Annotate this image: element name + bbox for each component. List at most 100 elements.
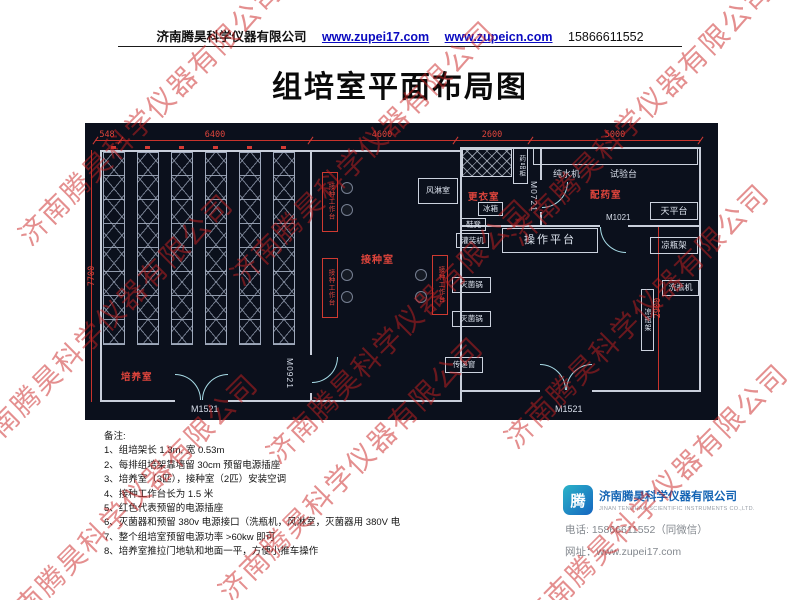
note-line-3: 3、培养室（3匹），接种室（2匹）安装空调 xyxy=(104,474,287,486)
dimension-5000: 5000 xyxy=(604,130,626,140)
equipment-sterilizer: 灭菌锅 xyxy=(452,277,491,293)
culture-rack xyxy=(137,152,159,345)
power-outlet-mark xyxy=(179,146,184,149)
equipment-balance-table: 天平台 xyxy=(650,202,698,220)
culture-rack xyxy=(171,152,193,345)
culture-rack xyxy=(103,152,125,345)
label-changing-room: 更衣室 xyxy=(468,192,500,203)
dimension-line-top xyxy=(95,140,701,141)
equipment-top-bench xyxy=(533,148,698,165)
notes: 备注: 1、组培架长 1.3m, 宽 0.53m 2、每排组培架靠墙留 30cm… xyxy=(104,430,400,560)
note-line-1: 1、组培架长 1.3m, 宽 0.53m xyxy=(104,445,225,457)
power-outlet-mark xyxy=(145,146,150,149)
power-outlet-mark xyxy=(213,146,218,149)
equipment-medicine-cabinet: 药品柜 xyxy=(513,148,528,184)
company-logo-icon: 腾 xyxy=(563,485,593,515)
header-link-zupeicn[interactable]: www.zupeicn.com xyxy=(444,30,553,44)
door-arc xyxy=(600,227,626,253)
wall-segment xyxy=(540,147,542,180)
equipment-bottle-washer: 洗瓶机 xyxy=(662,280,699,296)
footer-company-name: 济南腾昊科学仪器有限公司 xyxy=(599,491,737,503)
dimension-548: 548 xyxy=(99,130,115,140)
equipment-fridge: 冰箱 xyxy=(478,202,503,216)
equipment-shoe-bench: 鞋凳 xyxy=(461,218,486,231)
wall-segment xyxy=(228,400,460,402)
footer: 腾 济南腾昊科学仪器有限公司 JINAN TENGHAO SCIENTIFIC … xyxy=(563,485,798,559)
dimension-2600: 2600 xyxy=(481,130,503,140)
note-line-2: 2、每排组培架靠墙留 30cm 预留电源插座 xyxy=(104,459,281,471)
power-outlet-mark xyxy=(247,146,252,149)
dimension-4600: 4600 xyxy=(371,130,393,140)
wall-segment xyxy=(460,147,462,402)
wall-segment xyxy=(100,150,460,152)
wall-segment xyxy=(699,147,701,392)
inoculation-workbench: 接种工作台 xyxy=(322,172,338,232)
wall-segment xyxy=(310,150,312,355)
stool-symbol xyxy=(341,269,353,281)
header-company-name: 济南腾昊科学仪器有限公司 xyxy=(156,30,307,44)
culture-rack xyxy=(273,152,295,345)
page-title: 组培室平面布局图 xyxy=(272,71,528,104)
door-label-m0721: M0721 xyxy=(529,181,539,212)
equipment-air-shower: 风淋室 xyxy=(418,178,458,204)
label-test-bench: 试验台 xyxy=(610,169,638,179)
header-divider xyxy=(118,46,682,48)
footer-website[interactable]: 网址：www.zupei17.com xyxy=(565,546,682,558)
equipment-filling-machine: 灌装机 xyxy=(456,233,489,248)
label-pharmacy-room: 配药室 xyxy=(590,190,622,201)
door-arc xyxy=(542,182,568,208)
door-arc xyxy=(566,364,592,390)
wall-segment xyxy=(310,393,312,402)
inoculation-workbench: 接种工作台 xyxy=(322,258,338,318)
note-line-7: 7、整个组培室预留电源功率 >60kw 即可 xyxy=(104,531,276,543)
hatched-area xyxy=(462,149,512,177)
footer-company-name-en: JINAN TENGHAO SCIENTIFIC INSTRUMENTS CO.… xyxy=(599,506,755,512)
notes-label: 备注: xyxy=(104,431,126,442)
note-line-5: 5、红色代表预留的电源插座 xyxy=(104,503,224,515)
wall-segment xyxy=(100,400,175,402)
dimension-7700: 7700 xyxy=(87,265,97,287)
culture-rack xyxy=(239,152,261,345)
power-outlet-mark xyxy=(111,146,116,149)
label-inoculation-room: 接种室 xyxy=(361,255,394,266)
door-label-m1521-right: M1521 xyxy=(555,404,583,414)
equipment-bottle-rack: 凉瓶架 xyxy=(650,237,698,254)
equipment-bottle-rack-vertical: 凉瓶架 xyxy=(641,289,654,351)
door-arc xyxy=(312,357,338,383)
header-phone: 15866611552 xyxy=(568,30,644,44)
inoculation-workbench: 接种工作台 xyxy=(432,255,448,315)
label-pure-water-machine: 纯水机 xyxy=(553,169,581,179)
floor-plan-canvas: 548 6400 4600 2600 5000 7700 2900 xyxy=(85,123,718,420)
header: 济南腾昊科学仪器有限公司 www.zupei17.com www.zupeicn… xyxy=(0,26,800,45)
note-line-8: 8、培养室推拉门地轨和地面一平，方便小推车操作 xyxy=(104,546,319,558)
equipment-transfer-window: 传递窗 xyxy=(445,357,483,373)
wall-segment xyxy=(100,150,102,402)
dimension-tick xyxy=(697,136,704,145)
door-arc xyxy=(540,364,566,390)
stool-symbol xyxy=(341,204,353,216)
label-culture-room: 培养室 xyxy=(121,372,153,383)
dimension-line-right xyxy=(658,227,659,390)
door-label-m0921: M0921 xyxy=(285,358,295,389)
wall-segment xyxy=(460,225,600,227)
dimension-6400: 6400 xyxy=(204,130,226,140)
note-line-6: 6、灭菌器和预留 380v 电源接口（洗瓶机，风淋室，灭菌器用 380V 电 xyxy=(104,517,401,529)
wall-segment xyxy=(540,212,542,227)
footer-phone: 电话: 15866611552（同微信） xyxy=(565,524,708,536)
note-line-4: 4、接种工作台长为 1.5 米 xyxy=(104,488,214,500)
equipment-sterilizer: 灭菌锅 xyxy=(452,311,491,327)
wall-segment xyxy=(628,225,701,227)
culture-rack xyxy=(205,152,227,345)
power-outlet-mark xyxy=(281,146,286,149)
door-label-m1521-left: M1521 xyxy=(191,404,219,414)
stool-symbol xyxy=(415,269,427,281)
door-arc xyxy=(202,374,228,400)
stool-symbol xyxy=(415,291,427,303)
stool-symbol xyxy=(341,182,353,194)
stool-symbol xyxy=(341,291,353,303)
door-label-m1021: M1021 xyxy=(606,213,631,222)
wall-segment xyxy=(592,390,701,392)
header-link-zupei17[interactable]: www.zupei17.com xyxy=(321,30,430,44)
wall-segment xyxy=(460,390,540,392)
